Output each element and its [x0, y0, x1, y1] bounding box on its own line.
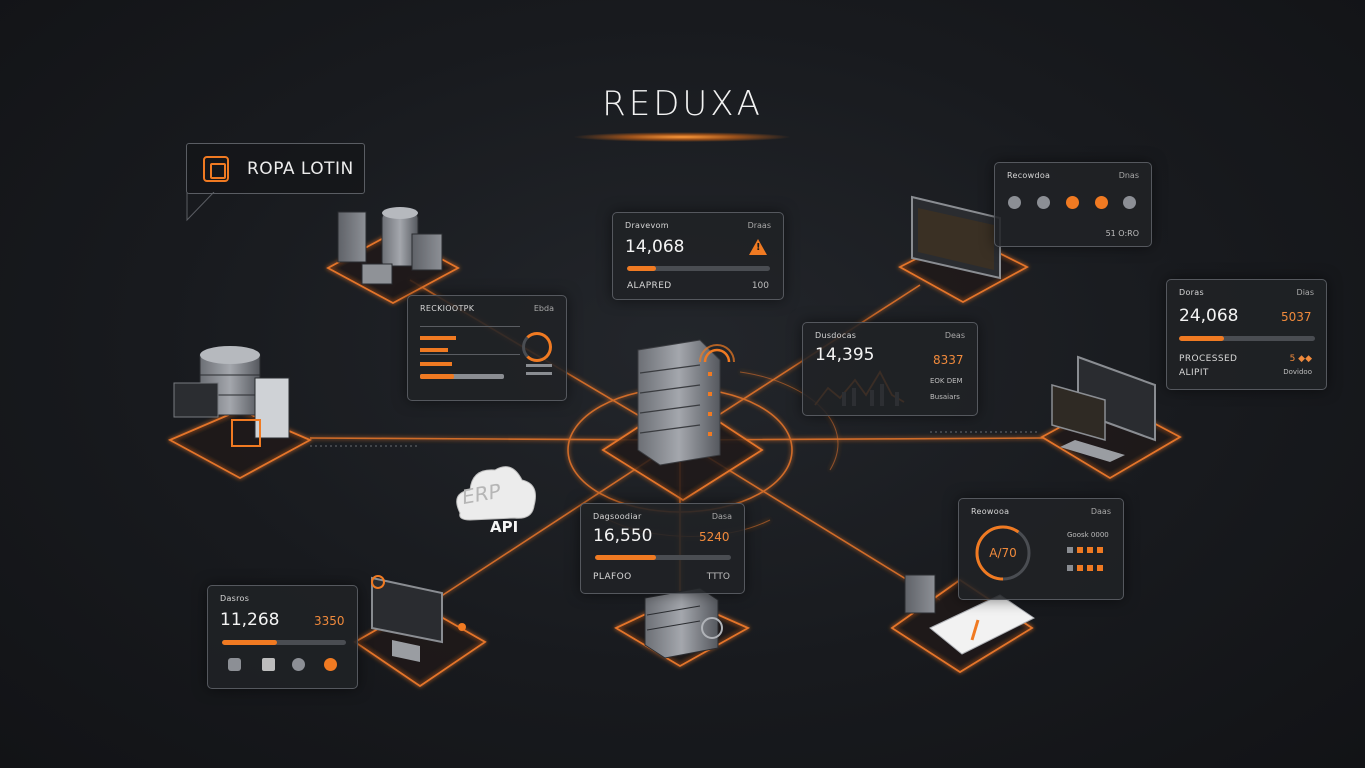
card-top-center[interactable]: Dravevom Draas 14,068 ! ALAPRED 100 — [612, 212, 784, 300]
progress-fill — [222, 640, 277, 645]
card-value: 11,268 — [220, 610, 280, 630]
card-header-right: Dnas — [1118, 171, 1139, 180]
control-icon[interactable] — [1066, 196, 1079, 209]
card-value: 16,550 — [593, 526, 653, 546]
card-header-right: Draas — [747, 221, 771, 230]
callout-tail — [186, 192, 215, 222]
progress-bar — [1179, 336, 1315, 341]
notepad-icon — [904, 574, 1035, 655]
card-caption: EOK DEM — [930, 377, 963, 385]
card-header: RECKIOOTPK — [420, 304, 475, 313]
warning-icon: ! — [749, 239, 767, 255]
card-value: 14,068 — [625, 237, 685, 257]
card-bottom-center[interactable]: Dagsoodiar Dasa 16,550 5240 PLAFOO TTTO — [580, 503, 745, 594]
server-icon-bottom — [644, 587, 723, 659]
control-icon[interactable] — [1008, 196, 1021, 209]
card-caption: Busaiars — [930, 393, 960, 401]
card-label: ALIPIT — [1179, 368, 1209, 378]
card-header: Reowooa — [971, 507, 1010, 516]
api-label: API — [490, 518, 519, 536]
cloud-icon — [456, 466, 536, 521]
card-header-right: Ebda — [533, 304, 554, 313]
card-header-right: Daas — [1090, 507, 1111, 516]
card-header: Dusdocas — [815, 331, 857, 340]
app-title: REDUXA — [602, 84, 763, 124]
control-icon[interactable] — [1123, 196, 1136, 209]
progress-bar — [595, 555, 731, 560]
card-footer-right: 100 — [751, 281, 769, 291]
card-accent-value: 5240 — [699, 530, 730, 544]
progress-bar — [222, 640, 346, 645]
card-label-right: 5 ◆◆ — [1289, 354, 1312, 364]
card-header-right: Dasa — [711, 512, 732, 521]
card-label: PROCESSED — [1179, 354, 1238, 364]
callout-label: ROPA LOTIN — [247, 158, 354, 179]
chart-icon[interactable] — [262, 658, 275, 671]
globe-icon[interactable] — [324, 658, 337, 671]
card-footer-left: PLAFOO — [593, 572, 632, 582]
dial-gauge — [975, 525, 1031, 581]
card-footer: 51 O:RO — [1105, 229, 1139, 238]
monitor-icon-bottom-left — [371, 575, 466, 662]
card-header: Recowdoa — [1007, 171, 1051, 180]
card-bottom-right[interactable]: Reowooa Daas A/70 Goosk 0000 — [958, 498, 1124, 600]
card-value: 24,068 — [1179, 306, 1239, 326]
progress-bar — [627, 266, 770, 271]
card-accent-value: 8337 — [933, 353, 964, 367]
database-icon — [173, 346, 290, 447]
gear-icon[interactable] — [292, 658, 305, 671]
card-right[interactable]: Doras Dias 24,068 5037 PROCESSED 5 ◆◆ AL… — [1166, 279, 1327, 390]
card-header: Dasros — [220, 594, 250, 603]
card-header-right: Deas — [944, 331, 965, 340]
speech-callout[interactable]: ROPA LOTIN — [186, 143, 365, 194]
card-value: 14,395 — [815, 345, 875, 365]
card-footer-right: TTTO — [706, 572, 730, 582]
card-accent-value: 5037 — [1281, 310, 1312, 324]
chip-icon — [203, 155, 229, 182]
card-accent-value: 3350 — [314, 614, 345, 628]
progress-fill — [1179, 336, 1224, 341]
card-header: Doras — [1179, 288, 1204, 297]
gauge-icon — [522, 332, 552, 362]
server-cluster-icon — [337, 207, 443, 285]
people-icon[interactable] — [228, 658, 241, 671]
control-icon[interactable] — [1095, 196, 1108, 209]
card-line: Goosk 0000 — [1067, 531, 1109, 539]
progress-fill — [595, 555, 657, 560]
card-left-mid[interactable]: RECKIOOTPK Ebda — [407, 295, 567, 401]
central-server-icon — [637, 339, 735, 466]
card-footer-left: ALAPRED — [627, 281, 672, 291]
card-header: Dravevom — [625, 221, 669, 230]
title-glow — [572, 132, 792, 142]
laptop-icon — [1051, 355, 1156, 462]
dial-arc — [975, 525, 1031, 581]
card-header: Dagsoodiar — [593, 512, 642, 521]
dial-value: A/70 — [989, 546, 1017, 560]
card-bottom-left[interactable]: Dasros 11,268 3350 — [207, 585, 358, 689]
control-icon[interactable] — [1037, 196, 1050, 209]
progress-fill — [627, 266, 656, 271]
card-label-right: Dovidoo — [1283, 368, 1312, 376]
monitor-icon-top-right — [911, 195, 1001, 280]
card-center-right[interactable]: Dusdocas Deas 14,395 8337 EOK DEM Busaia… — [802, 322, 978, 416]
card-header-right: Dias — [1296, 288, 1314, 297]
card-top-right[interactable]: Recowdoa Dnas 51 O:RO — [994, 162, 1152, 247]
